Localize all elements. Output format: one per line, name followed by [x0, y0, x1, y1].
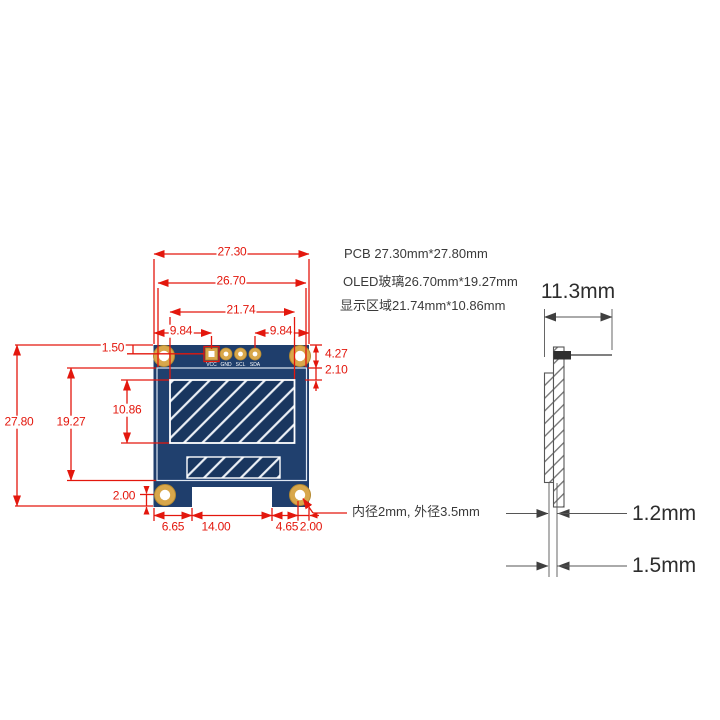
side-pin-header [553, 351, 571, 360]
side-glass-layer [543, 372, 555, 484]
dim-label-header-strip-height: 4.27 [324, 346, 349, 361]
dim-label-hole-offset: 2.00 [111, 488, 137, 503]
dim-label-pcb-width: 27.30 [216, 244, 248, 259]
pin-pads [205, 347, 262, 361]
pin-label-scl: SCL [235, 361, 246, 368]
side-view-drawing [506, 309, 627, 577]
vcc-pad-highlight [203, 345, 220, 363]
dim-label-display-width: 21.74 [225, 302, 257, 317]
dim-label-bottom-seg-4: 2.00 [298, 519, 324, 534]
display-active-area [169, 379, 296, 444]
flex-connector-area [186, 456, 281, 479]
dim-label-pcb-height: 27.80 [3, 414, 35, 429]
dim-label-glass-width: 26.70 [215, 273, 247, 288]
side-pcb-layer [552, 346, 565, 508]
pcb-board [153, 345, 309, 508]
annotation-display-area-size: 显示区域21.74mm*10.86mm [340, 297, 506, 313]
dim-label-pin-inset-right: 9.84 [268, 323, 294, 338]
dim-label-bottom-seg-1: 6.65 [160, 519, 186, 534]
annotation-oled-glass-size: OLED玻璃26.70mm*19.27mm [343, 273, 518, 289]
bottom-notch [192, 487, 272, 508]
pin-label-sda: SDA [249, 361, 261, 368]
dim-label-pin-row-offset: 1.50 [100, 340, 126, 355]
side-dim-total-thickness: 1.5mm [632, 554, 697, 577]
hole-note-leader [302, 498, 347, 514]
annotation-pcb-size: PCB 27.30mm*27.80mm [344, 245, 488, 261]
dim-label-glass-height: 19.27 [55, 414, 87, 429]
pin-label-vcc: VCC [206, 361, 217, 368]
pin-label-gnd: GND [220, 361, 232, 368]
dim-label-display-height: 10.86 [111, 402, 143, 417]
dim-label-bottom-seg-2: 14.00 [200, 519, 232, 534]
dim-label-pin-inset-left: 9.84 [168, 323, 194, 338]
side-dim-overall-width: 11.3mm [540, 280, 616, 303]
dim-label-glass-gap: 2.10 [324, 362, 349, 377]
side-dim-pcb-thickness: 1.2mm [632, 502, 697, 525]
dim-label-bottom-seg-3: 4.65 [274, 519, 300, 534]
annotation-hole-note: 内径2mm, 外径3.5mm [352, 503, 480, 519]
